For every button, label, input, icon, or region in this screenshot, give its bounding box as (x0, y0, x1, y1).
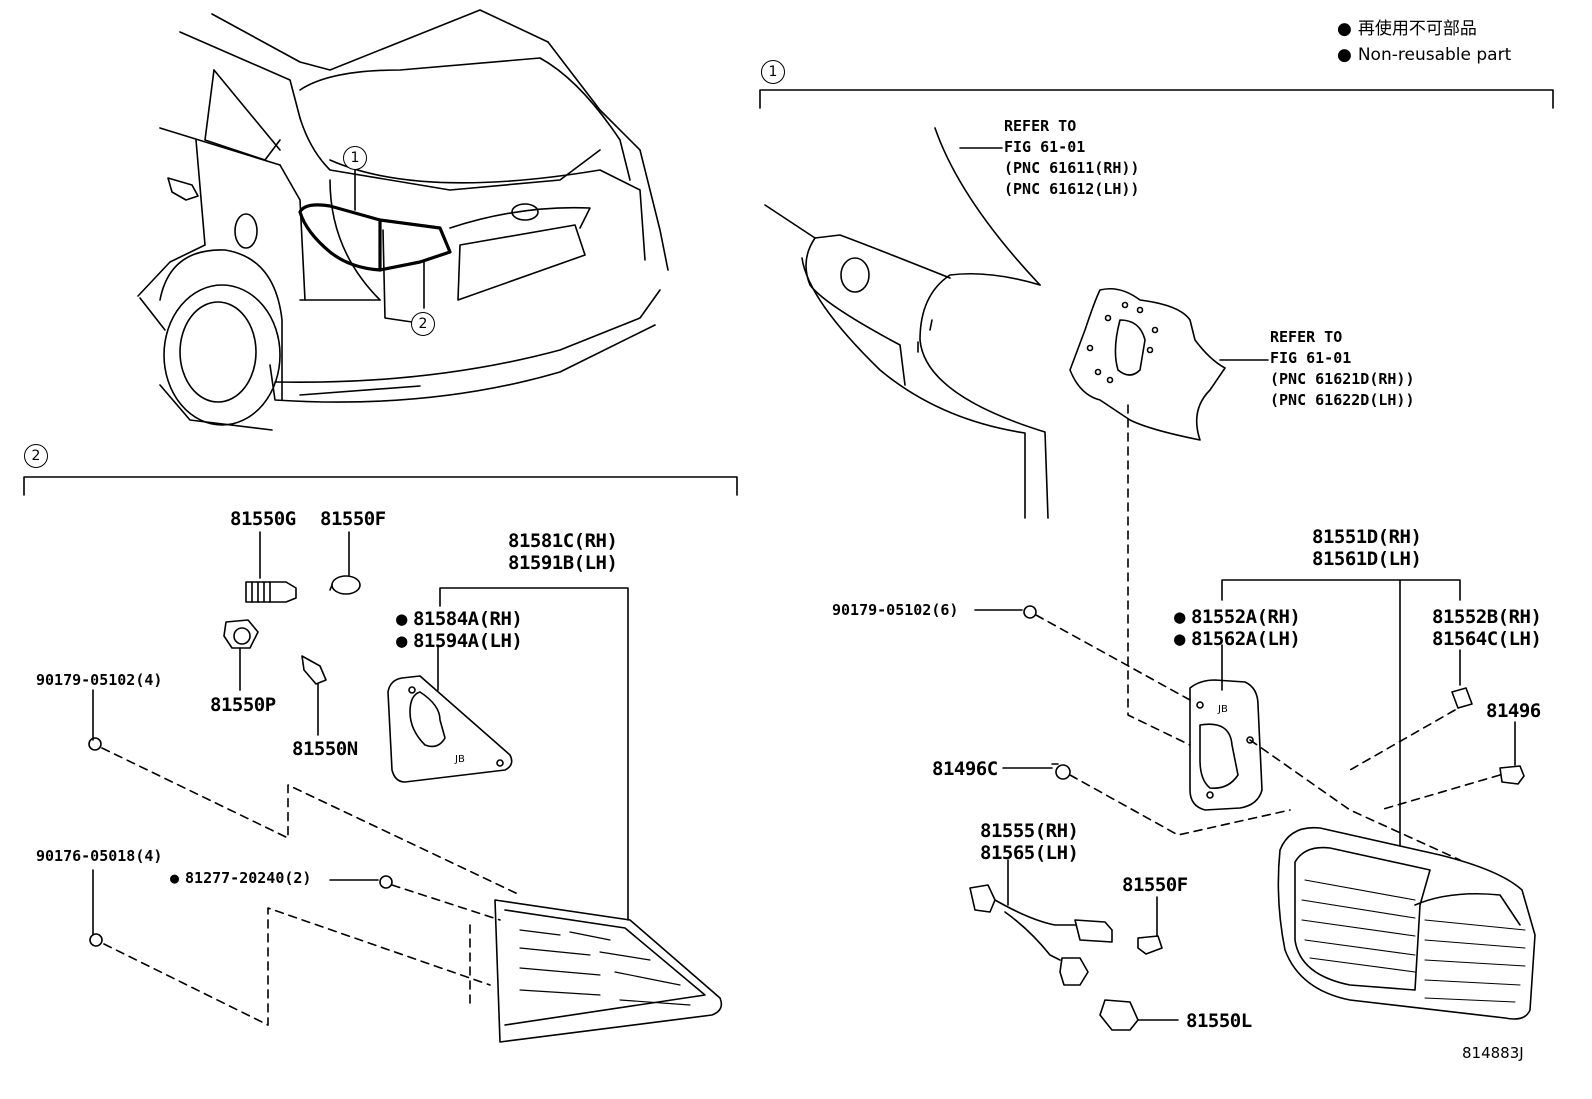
part-81561D[interactable]: 81561D(LH) (1312, 548, 1422, 570)
figure-code: 814883J (1462, 1044, 1524, 1062)
part-90179-right[interactable]: 90179-05102(6) (832, 601, 959, 619)
refer-upper-line-3: (PNC 61611(RH)) (1004, 159, 1140, 177)
part-81584A[interactable]: 81584A(RH) (396, 608, 523, 630)
part-81591B[interactable]: 81591B(LH) (508, 552, 618, 574)
refer-upper-line-1: REFER TO (1004, 117, 1077, 135)
part-90176[interactable]: 90176-05018(4) (36, 847, 163, 865)
part-81581C[interactable]: 81581C(RH) (508, 530, 618, 552)
part-90179-left[interactable]: 90179-05102(4) (36, 671, 163, 689)
callout-1: 1 (343, 146, 367, 170)
part-81552B[interactable]: 81552B(RH) (1432, 606, 1542, 628)
part-81565[interactable]: 81565(LH) (980, 842, 1079, 864)
section-marker-2: 2 (24, 444, 48, 468)
refer-lower-line-1: REFER TO (1270, 328, 1343, 346)
refer-upper: REFER TO FIG 61-01 (PNC 61611(RH)) (PNC … (1004, 116, 1139, 200)
legend-en: Non-reusable part (1337, 42, 1511, 68)
section-marker-1: 1 (761, 60, 785, 84)
part-81594A[interactable]: 81594A(LH) (396, 630, 523, 652)
refer-upper-line-4: (PNC 61612(LH)) (1004, 180, 1140, 198)
refer-lower-line-3: (PNC 61621D(RH)) (1270, 370, 1415, 388)
section-1-bracket (759, 89, 1554, 109)
part-81550P[interactable]: 81550P (210, 694, 276, 716)
part-81550N[interactable]: 81550N (292, 738, 358, 760)
section-2-bracket (23, 476, 738, 496)
callout-2: 2 (411, 312, 435, 336)
outer-lamp-assembly: JB (764, 127, 1536, 1031)
svg-text:JB: JB (454, 754, 465, 765)
vehicle-rear-illustration (137, 9, 669, 431)
part-81550G[interactable]: 81550G (230, 508, 296, 530)
refer-lower-line-2: FIG 61-01 (1270, 349, 1352, 367)
part-81564C[interactable]: 81564C(LH) (1432, 628, 1542, 650)
part-81562A[interactable]: 81562A(LH) (1174, 628, 1301, 650)
part-81550F-right[interactable]: 81550F (1122, 874, 1188, 896)
part-81550L[interactable]: 81550L (1186, 1010, 1252, 1032)
part-81496C[interactable]: 81496C (932, 758, 998, 780)
refer-lower: REFER TO FIG 61-01 (PNC 61621D(RH)) (PNC… (1270, 327, 1415, 411)
part-81555[interactable]: 81555(RH) (980, 820, 1079, 842)
inner-lamp-assembly: JB (88, 531, 723, 1043)
part-81496[interactable]: 81496 (1486, 700, 1541, 722)
refer-upper-line-2: FIG 61-01 (1004, 138, 1086, 156)
svg-text:JB: JB (1217, 704, 1228, 715)
part-81277[interactable]: 81277-20240(2) (170, 868, 311, 889)
part-81551D[interactable]: 81551D(RH) (1312, 526, 1422, 548)
part-81552A[interactable]: 81552A(RH) (1174, 606, 1301, 628)
legend-jp: 再使用不可部品 (1337, 16, 1477, 42)
refer-lower-line-4: (PNC 61622D(LH)) (1270, 391, 1415, 409)
part-81550F-left[interactable]: 81550F (320, 508, 386, 530)
